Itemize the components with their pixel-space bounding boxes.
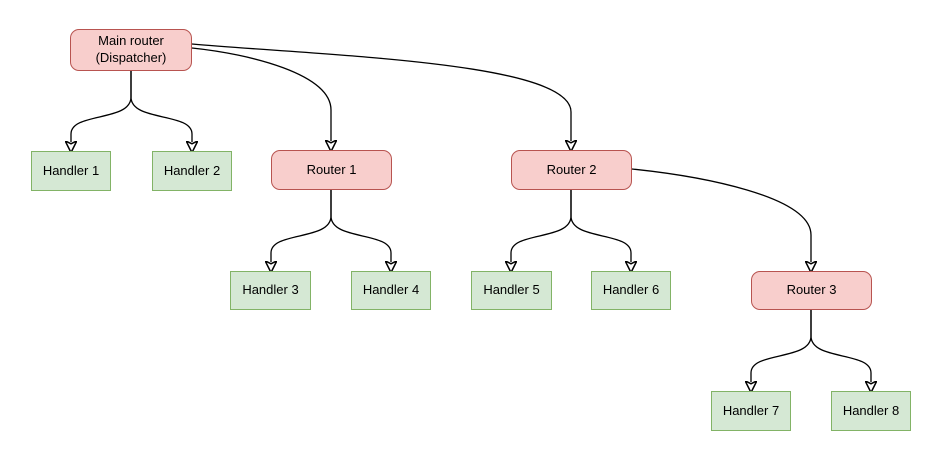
edge-router-2-to-handler-6: [570, 190, 631, 262]
node-router-2: Router 2: [511, 150, 632, 190]
node-handler-6-label: Handler 6: [602, 282, 660, 298]
node-router-3-label: Router 3: [786, 282, 837, 298]
node-handler-3-label: Handler 3: [242, 282, 299, 298]
edge-router-1-to-handler-3: [271, 190, 332, 262]
node-handler-2: Handler 2: [152, 151, 232, 191]
node-handler-8-label: Handler 8: [842, 402, 900, 418]
node-router-1: Router 1: [271, 150, 392, 190]
node-handler-2-label: Handler 2: [163, 162, 221, 178]
edge-router-2-to-router-3: [631, 168, 811, 262]
edge-router-2-to-handler-5: [511, 190, 572, 262]
edge-main-router-to-router-1: [191, 47, 331, 141]
node-handler-4-label: Handler 4: [362, 282, 420, 298]
node-handler-4: Handler 4: [351, 271, 431, 310]
edge-router-3-to-handler-8: [810, 310, 871, 382]
edge-router-1-to-handler-4: [330, 190, 391, 262]
node-handler-1: Handler 1: [31, 151, 111, 191]
node-main-router-label-line2: (Dispatcher): [95, 50, 167, 65]
node-main-router: Main router (Dispatcher): [70, 29, 192, 71]
node-handler-7-label: Handler 7: [722, 402, 780, 418]
edge-main-router-to-router-2: [191, 43, 571, 141]
node-handler-8: Handler 8: [831, 391, 911, 431]
node-handler-5-label: Handler 5: [483, 282, 540, 298]
edge-router-3-to-handler-7: [751, 310, 812, 382]
edge-main-router-to-handler-2: [130, 71, 192, 142]
node-router-1-label: Router 1: [306, 161, 357, 177]
node-handler-1-label: Handler 1: [42, 162, 100, 178]
node-main-router-label-line1: Main router: [98, 33, 164, 49]
node-handler-3: Handler 3: [230, 271, 311, 310]
node-handler-5: Handler 5: [471, 271, 552, 310]
node-router-3: Router 3: [751, 271, 872, 310]
edge-main-router-to-handler-1: [71, 71, 132, 142]
node-handler-6: Handler 6: [591, 271, 671, 310]
node-handler-7: Handler 7: [711, 391, 791, 431]
node-router-2-label: Router 2: [546, 161, 597, 177]
